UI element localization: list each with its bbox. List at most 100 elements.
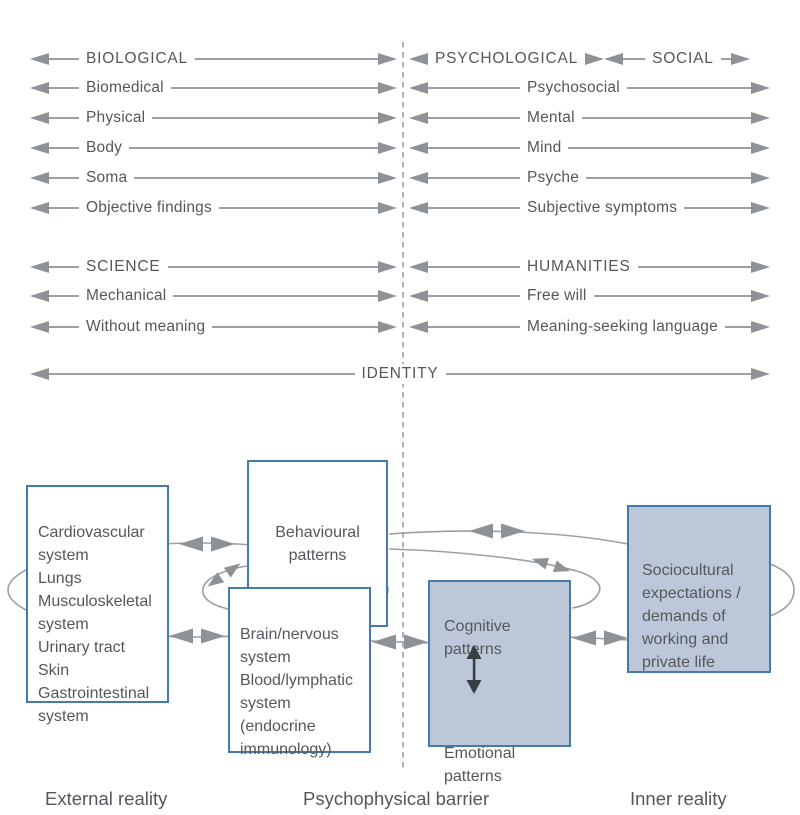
connector-line	[152, 117, 378, 119]
spectrum-row-left: Soma	[30, 168, 397, 188]
arrowhead-right-icon	[751, 202, 770, 214]
spectrum-term-label: Without meaning	[86, 318, 206, 335]
spectrum-term-label: Body	[86, 139, 123, 156]
arrowhead-left-icon	[409, 112, 428, 124]
spectrum-term-label: BIOLOGICAL	[86, 50, 188, 67]
arrowhead-right-icon	[378, 172, 397, 184]
spectrum-term-label: Free will	[527, 287, 587, 304]
spectrum-term-label: HUMANITIES	[527, 258, 631, 275]
connector-line	[134, 177, 378, 179]
spectrum-term-label: Objective findings	[86, 199, 212, 216]
spectrum-term-label: Soma	[86, 169, 128, 186]
spectrum-row-right: Free will	[409, 286, 770, 306]
brain-systems-box: Brain/nervous system Blood/lymphatic sys…	[228, 587, 371, 758]
arrowhead-left-icon	[30, 112, 49, 124]
spectrum-row-left: Physical	[30, 108, 397, 128]
spectrum-row-right: Subjective symptoms	[409, 198, 770, 218]
connector-line	[218, 207, 378, 209]
connector-line	[173, 295, 378, 297]
arrowhead-left-icon	[30, 172, 49, 184]
external-systems-text: Cardiovascular system Lungs Musculoskele…	[38, 524, 152, 725]
connector-line	[49, 117, 79, 119]
connector-line	[49, 147, 79, 149]
arrowhead-left-icon	[409, 172, 428, 184]
arrowhead-left-icon	[409, 261, 428, 273]
bidirectional-arrow-icon	[169, 628, 225, 644]
arrowhead-right-icon	[751, 290, 770, 302]
connector-line	[428, 117, 520, 119]
connector-line	[167, 266, 378, 268]
spectrum-term-label: Meaning-seeking language	[527, 318, 718, 335]
arrowhead-right-icon	[751, 261, 770, 273]
spectrum-row-right: Mental	[409, 108, 770, 128]
connector-line	[49, 177, 79, 179]
brain-systems-text: Brain/nervous system Blood/lymphatic sys…	[240, 626, 353, 758]
connector-line	[593, 295, 751, 297]
connector-line	[581, 117, 751, 119]
arrowhead-left-icon	[604, 53, 624, 65]
spectrum-row-right: Psyche	[409, 168, 770, 188]
arrowhead-right-icon	[731, 53, 750, 65]
connector-line	[194, 58, 378, 60]
connector-line	[49, 58, 79, 60]
spectrum-term-label: Psyche	[527, 169, 580, 186]
bidirectional-arrow-icon	[531, 558, 571, 572]
arrowhead-left-icon	[30, 202, 49, 214]
connector-line	[49, 326, 79, 328]
arrowhead-right-icon	[585, 53, 605, 65]
spectrum-row-left: Objective findings	[30, 198, 397, 218]
connector-line	[49, 207, 79, 209]
arrowhead-left-icon	[30, 142, 49, 154]
arrowhead-right-icon	[751, 82, 770, 94]
arrowhead-left-icon	[30, 290, 49, 302]
connector-line	[626, 87, 751, 89]
arrowhead-right-icon	[378, 112, 397, 124]
connector-line	[170, 87, 378, 89]
spectrum-row-left: BIOLOGICAL	[30, 49, 397, 69]
connector-line	[129, 147, 378, 149]
spectrum-term-label: PSYCHOLOGICAL	[435, 50, 579, 67]
arrowhead-right-icon	[378, 290, 397, 302]
connector-line	[445, 373, 752, 375]
spectrum-row-left: Body	[30, 138, 397, 158]
spectrum-row-left: Biomedical	[30, 78, 397, 98]
psychophysical-barrier-label: Psychophysical barrier	[303, 788, 490, 809]
behavioural-patterns-text: Behavioural patterns	[275, 523, 360, 564]
spectrum-row-left: Without meaning	[30, 317, 397, 337]
arrowhead-right-icon	[751, 321, 770, 333]
connector-line	[720, 58, 731, 60]
connector-line	[49, 266, 79, 268]
spectrum-term-label: Biomedical	[86, 79, 164, 96]
connector-line	[623, 58, 646, 60]
spectrum-row-right: Mind	[409, 138, 770, 158]
sociocultural-box: Sociocultural expectations / demands of …	[627, 505, 771, 673]
arrowhead-left-icon	[409, 290, 428, 302]
spectrum-term-label: SCIENCE	[86, 258, 161, 275]
arrowhead-left-icon	[409, 53, 428, 65]
cognitive-emotional-box: Cognitive patterns Emotional patterns	[428, 580, 571, 785]
spectrum-term-label: Psychosocial	[527, 79, 620, 96]
arrowhead-right-icon	[751, 112, 770, 124]
external-reality-label: External reality	[45, 788, 168, 809]
cognitive-patterns-text: Cognitive patterns	[444, 618, 511, 658]
connector-line	[684, 207, 751, 209]
connector-line	[568, 147, 751, 149]
arrowhead-left-icon	[409, 142, 428, 154]
connector-line	[49, 87, 79, 89]
arrowhead-right-icon	[378, 53, 397, 65]
spectrum-row-right: Meaning-seeking language	[409, 317, 770, 337]
arrowhead-right-icon	[751, 142, 770, 154]
connector-line	[49, 373, 355, 375]
connector-line	[428, 326, 520, 328]
arrowhead-left-icon	[409, 321, 428, 333]
spectrum-term-label: Mechanical	[86, 287, 167, 304]
external-systems-box: Cardiovascular system Lungs Musculoskele…	[26, 485, 169, 725]
identity-row: IDENTITY	[30, 364, 771, 384]
spectrum-row-left: SCIENCE	[30, 257, 397, 277]
spectrum-term-label: Physical	[86, 109, 146, 126]
arrowhead-left-icon	[30, 53, 49, 65]
